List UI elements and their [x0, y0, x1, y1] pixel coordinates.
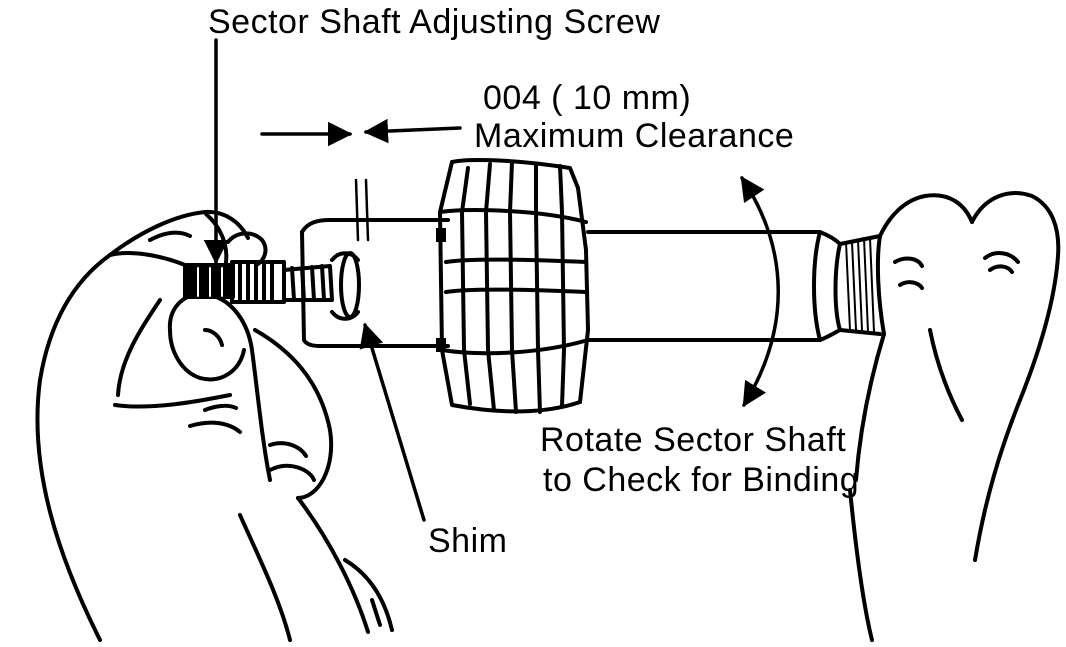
sector-gear: [436, 158, 590, 414]
left-hand: [35, 209, 394, 642]
adjusting-screw-label: Sector Shaft Adjusting Screw: [208, 3, 661, 41]
rotate-instruction-line1: Rotate Sector Shaft: [540, 421, 847, 459]
sector-shaft-housing: [300, 178, 450, 348]
clearance-value-label: 004 ( 10 mm): [483, 79, 692, 117]
shim-leader-line: [359, 322, 426, 522]
adjusting-screw: [183, 260, 334, 304]
rotation-arrow: [740, 175, 780, 408]
rotate-instruction-line2: to Check for Binding: [543, 461, 860, 499]
shim-label: Shim: [428, 522, 508, 560]
shim: [330, 251, 361, 321]
clearance-caption-label: Maximum Clearance: [474, 117, 795, 155]
clearance-arrows: [260, 118, 462, 147]
right-hand: [848, 191, 1061, 642]
output-shaft: [586, 230, 882, 342]
